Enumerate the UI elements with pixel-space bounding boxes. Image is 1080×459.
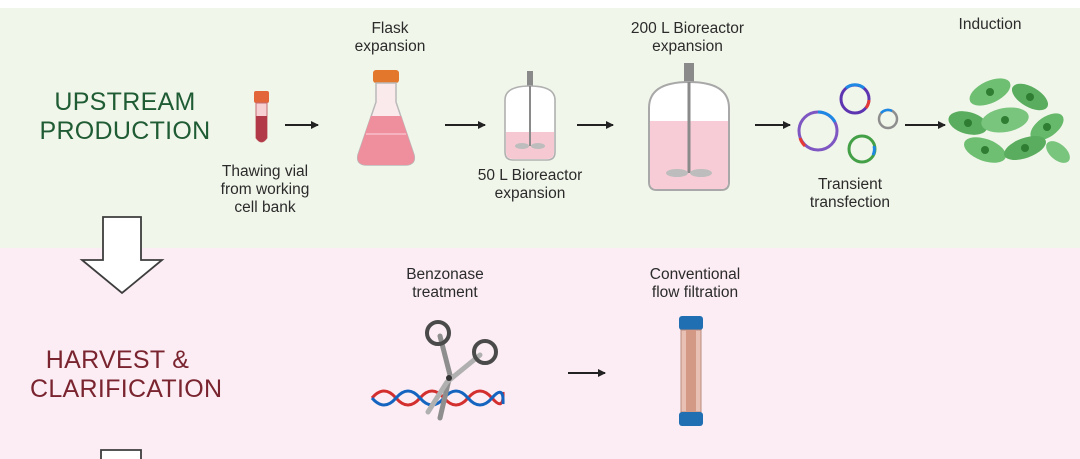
label-flask: Flask expansion	[354, 20, 426, 55]
label-bioreactor-50: 50 L Bioreactor expansion	[477, 167, 583, 202]
bioreactor-200-icon	[648, 63, 730, 191]
label-transfection: Transient transfection	[809, 176, 891, 211]
upstream-title: UPSTREAM PRODUCTION	[39, 88, 211, 145]
harvest-band	[0, 248, 1080, 459]
label-benzonase: Benzonase treatment	[406, 266, 484, 301]
bioreactor-50-icon	[504, 71, 556, 161]
label-bioreactor-200: 200 L Bioreactor expansion	[630, 20, 745, 55]
plasmid-icon	[797, 83, 899, 164]
scissors-icon	[425, 320, 498, 421]
down-arrow-icon	[100, 449, 142, 459]
down-arrow-icon	[79, 216, 165, 295]
label-induction: Induction	[958, 16, 1022, 33]
harvest-title: HARVEST & CLARIFICATION	[30, 346, 223, 403]
label-filtration: Conventional flow filtration	[649, 266, 741, 301]
label-thawing: Thawing vial from working cell bank	[220, 163, 310, 216]
flask-icon	[356, 70, 416, 166]
cells-icon	[948, 78, 1070, 163]
filter-column-icon	[679, 316, 703, 426]
vial-icon	[254, 91, 269, 143]
